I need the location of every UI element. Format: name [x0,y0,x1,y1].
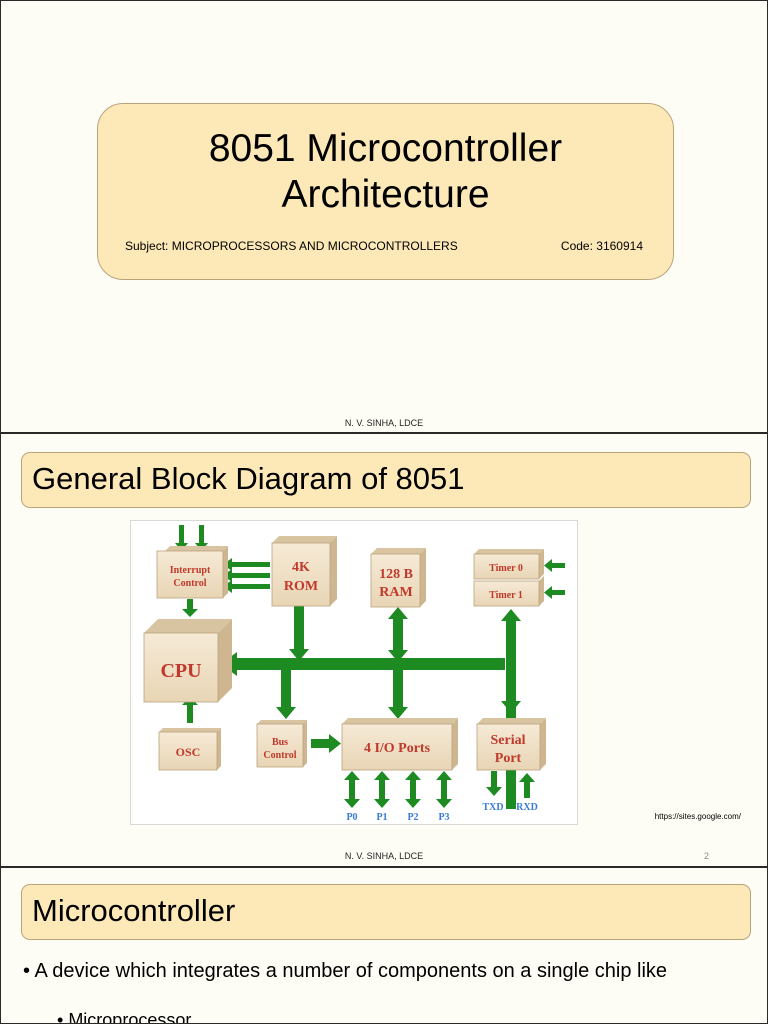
sub-bullet-item: • Microprocessor [57,1009,192,1024]
title-line-2: Architecture [281,173,490,216]
bullet-text: A device which integrates a number of co… [34,960,668,982]
ram-label-1: 128 B [379,567,413,582]
io-ports-label: 4 I/O Ports [364,741,431,756]
txd-label: TXD [482,802,503,813]
slide-heading: General Block Diagram of 8051 [32,461,465,496]
bullet-item: • A device which integrates a number of … [23,959,753,983]
port-label-p1: P1 [376,812,387,823]
image-source-link[interactable]: https://sites.google.com/ [654,812,741,821]
block-diagram-slide: General Block Diagram of 8051 [0,433,768,867]
slide-footer: N. V. SINHA, LDCE [344,851,424,861]
title-slide: 8051 Microcontroller Architecture Subjec… [0,0,768,433]
io-port-arrows [344,771,452,808]
title-line-1: 8051 Microcontroller [208,127,563,170]
serial-label-2: Port [495,751,522,766]
interrupt-label-1: Interrupt [170,565,211,576]
block-diagram: Interrupt Control 4K ROM 128 B RAM [130,520,578,825]
microcontroller-slide: Microcontroller • A device which integra… [0,867,768,1024]
bus-control-label-1: Bus [272,737,288,748]
main-title: 8051 Microcontroller Architecture [98,126,673,218]
ram-block: 128 B RAM [370,548,426,608]
rxd-label: RXD [516,802,538,813]
page-number: 2 [703,851,709,861]
rom-label-2: ROM [284,579,318,594]
osc-label: OSC [176,745,201,759]
bus-control-block: Bus Control [256,720,307,768]
ram-label-2: RAM [379,585,412,600]
slide-footer: N. V. SINHA, LDCE [344,418,424,428]
subject-label: Subject: MICROPROCESSORS AND MICROCONTRO… [125,239,458,253]
io-ports-block: 4 I/O Ports [341,718,458,771]
bullet-marker: • [57,1010,69,1024]
osc-block: OSC [158,728,221,771]
serial-port-block: Serial Port [476,718,546,771]
port-label-p0: P0 [346,812,357,823]
sub-bullet-text: Microprocessor [68,1010,192,1024]
port-label-p3: P3 [438,812,449,823]
title-box: 8051 Microcontroller Architecture Subjec… [97,103,674,280]
timer0-label: Timer 0 [489,563,523,574]
block-diagram-svg: Interrupt Control 4K ROM 128 B RAM [143,525,565,823]
rom-label-1: 4K [292,560,310,575]
port-label-p2: P2 [407,812,418,823]
bus-arrows [175,525,565,809]
slide-heading-box: Microcontroller [21,884,751,940]
bus-control-label-2: Control [263,750,296,761]
cpu-label: CPU [160,660,201,682]
port-labels: P0 P1 P2 P3 TXD RXD [346,802,537,823]
timer1-label: Timer 1 [489,590,523,601]
diagram-blocks: Interrupt Control 4K ROM 128 B RAM [143,536,546,771]
course-code: Code: 3160914 [560,239,643,253]
interrupt-control-block: Interrupt Control [156,546,228,599]
timer0-block: Timer 0 [473,549,544,580]
slide-heading: Microcontroller [32,893,236,928]
timer1-block: Timer 1 [473,576,544,607]
bullet-marker: • [23,960,35,982]
interrupt-label-2: Control [173,578,206,589]
rom-block: 4K ROM [271,536,337,607]
cpu-block: CPU [143,619,232,703]
serial-label-1: Serial [491,733,526,748]
slide-heading-box: General Block Diagram of 8051 [21,452,751,508]
